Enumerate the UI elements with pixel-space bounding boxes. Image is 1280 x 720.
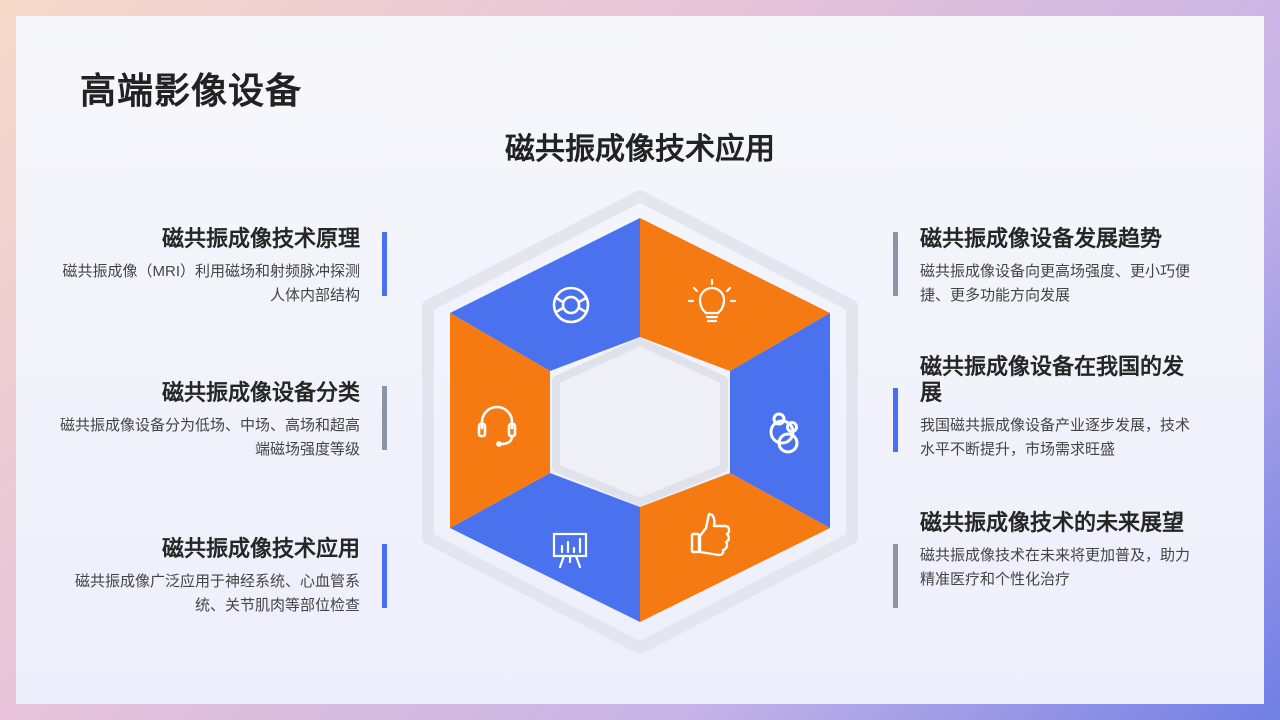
accent-bar bbox=[382, 386, 387, 450]
item-title: 磁共振成像技术原理 bbox=[161, 226, 360, 251]
item-description: 磁共振成像技术在未来将更加普及，助力精准医疗和个性化治疗 bbox=[920, 547, 1191, 588]
item-description: 磁共振成像广泛应用于神经系统、心血管系统、关节肌肉等部位检查 bbox=[74, 573, 360, 614]
presentation-chart-icon bbox=[552, 532, 588, 569]
accent-bar bbox=[893, 544, 898, 608]
headset-icon bbox=[477, 405, 517, 447]
item-description: 我国磁共振成像设备产业逐步发展，技术水平不断提升，市场需求旺盛 bbox=[920, 417, 1191, 458]
item-mri-future: 磁共振成像技术的未来展望 磁共振成像技术在未来将更加普及，助力精准医疗和个性化治… bbox=[920, 510, 1196, 592]
accent-bar bbox=[893, 388, 898, 452]
item-mri-china: 磁共振成像设备在我国的发展 我国磁共振成像设备产业逐步发展，技术水平不断提升，市… bbox=[920, 354, 1196, 462]
segment-top-right bbox=[640, 218, 830, 371]
item-mri-application: 磁共振成像技术应用 磁共振成像广泛应用于神经系统、心血管系统、关节肌肉等部位检查 bbox=[60, 536, 360, 618]
accent-bar bbox=[382, 232, 387, 296]
item-mri-classification: 磁共振成像设备分类 磁共振成像设备分为低场、中场、高场和超高端磁场强度等级 bbox=[60, 380, 360, 462]
segment-left bbox=[450, 313, 550, 528]
rings-icon bbox=[769, 412, 799, 454]
thumbs-up-icon bbox=[690, 512, 731, 557]
diagram-title: 磁共振成像技术应用 bbox=[505, 133, 775, 166]
item-title: 磁共振成像设备发展趋势 bbox=[920, 226, 1163, 251]
segment-top-left bbox=[450, 218, 640, 371]
item-mri-trend: 磁共振成像设备发展趋势 磁共振成像设备向更高场强度、更小巧便捷、更多功能方向发展 bbox=[920, 226, 1196, 308]
segment-bottom-right bbox=[640, 473, 830, 622]
accent-bar bbox=[382, 544, 387, 608]
slide: 高端影像设备 磁共振成像技术应用 bbox=[16, 16, 1264, 704]
item-description: 磁共振成像设备向更高场强度、更小巧便捷、更多功能方向发展 bbox=[920, 263, 1191, 304]
lifebuoy-icon bbox=[552, 286, 590, 324]
hexagon-inner-frame bbox=[552, 338, 728, 506]
item-title: 磁共振成像设备分类 bbox=[161, 380, 360, 405]
item-title: 磁共振成像技术应用 bbox=[161, 536, 360, 561]
item-title: 磁共振成像设备在我国的发展 bbox=[920, 354, 1185, 405]
accent-bar bbox=[893, 232, 898, 296]
item-title: 磁共振成像技术的未来展望 bbox=[920, 510, 1185, 535]
item-description: 磁共振成像设备分为低场、中场、高场和超高端磁场强度等级 bbox=[60, 417, 361, 458]
item-mri-principle: 磁共振成像技术原理 磁共振成像（MRI）利用磁场和射频脉冲探测人体内部结构 bbox=[60, 226, 361, 308]
item-description: 磁共振成像（MRI）利用磁场和射频脉冲探测人体内部结构 bbox=[62, 263, 361, 304]
page-title: 高端影像设备 bbox=[80, 70, 303, 111]
hexagon-outer-frame bbox=[422, 190, 858, 654]
hexagon-diagram bbox=[422, 190, 858, 654]
segment-bottom-left bbox=[450, 473, 640, 622]
lightbulb-icon bbox=[687, 278, 737, 323]
